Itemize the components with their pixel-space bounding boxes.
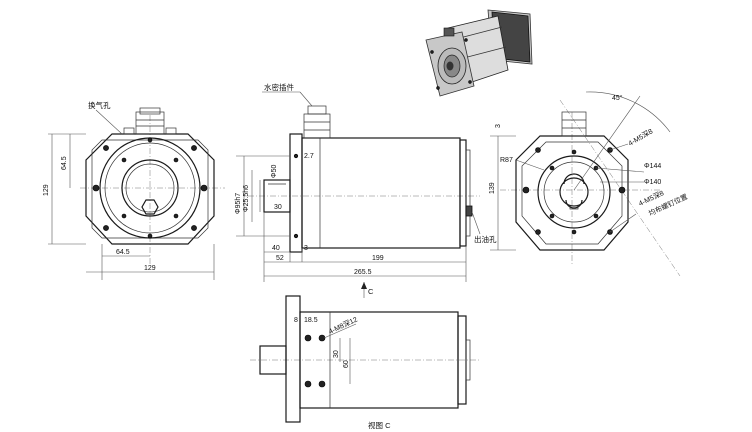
view-c: 8 18.5 4-M8深12 30 60 视图 C [250, 295, 480, 430]
rear-d144: Φ144 [644, 163, 661, 170]
front-half-width-dim: 64.5 [116, 249, 130, 256]
viewc-dim-18-5: 18.5 [304, 317, 318, 324]
rear-d140: Φ140 [644, 179, 661, 186]
side-view: 水密插件 2.7 Φ95h7 Φ25.5h6 Φ50 30 40 3 52 19… [235, 82, 497, 298]
vent-hole-label: 换气孔 [88, 100, 111, 110]
rear-holes-top: 4-M5深8 [627, 126, 655, 147]
side-diameter-50: Φ50 [271, 165, 278, 178]
front-view: 换气孔 129 64.5 64.5 129 [43, 100, 225, 280]
viewc-dim-8: 8 [294, 317, 298, 324]
side-diameter-95: Φ95h7 [235, 193, 242, 214]
side-len-52: 52 [276, 255, 284, 262]
side-len-3: 3 [304, 245, 308, 252]
front-half-height-dim: 64.5 [61, 156, 68, 170]
front-height-dim: 129 [43, 184, 50, 196]
side-diameter-25-5: Φ25.5h6 [243, 185, 250, 212]
viewc-dim-30: 30 [333, 350, 340, 358]
rear-angle-45: 45° [612, 94, 623, 102]
viewc-dim-60: 60 [343, 360, 350, 368]
viewc-holes: 4-M8深12 [327, 315, 359, 336]
rear-len-3: 3 [495, 124, 502, 128]
side-len-40: 40 [272, 245, 280, 252]
isometric-motor-view [425, 9, 533, 97]
rear-height-139: 139 [489, 182, 496, 194]
rear-view: 45° 4-M5深8 R87 Φ144 Φ140 4-M5深8 均布螺钉位置 1… [489, 91, 689, 277]
side-flange-2-7-dim: 2.7 [304, 153, 314, 160]
drain-hole-label: 出油孔 [474, 234, 497, 244]
view-c-title: 视图 C [368, 420, 391, 430]
side-len-265-5: 265.5 [354, 269, 372, 276]
connector-label: 水密插件 [264, 82, 294, 92]
front-width-dim: 129 [144, 265, 156, 272]
view-c-arrow-label: C [368, 287, 374, 296]
side-shaft-30: 30 [274, 204, 282, 211]
rear-r87: R87 [500, 157, 513, 164]
side-len-199: 199 [372, 255, 384, 262]
